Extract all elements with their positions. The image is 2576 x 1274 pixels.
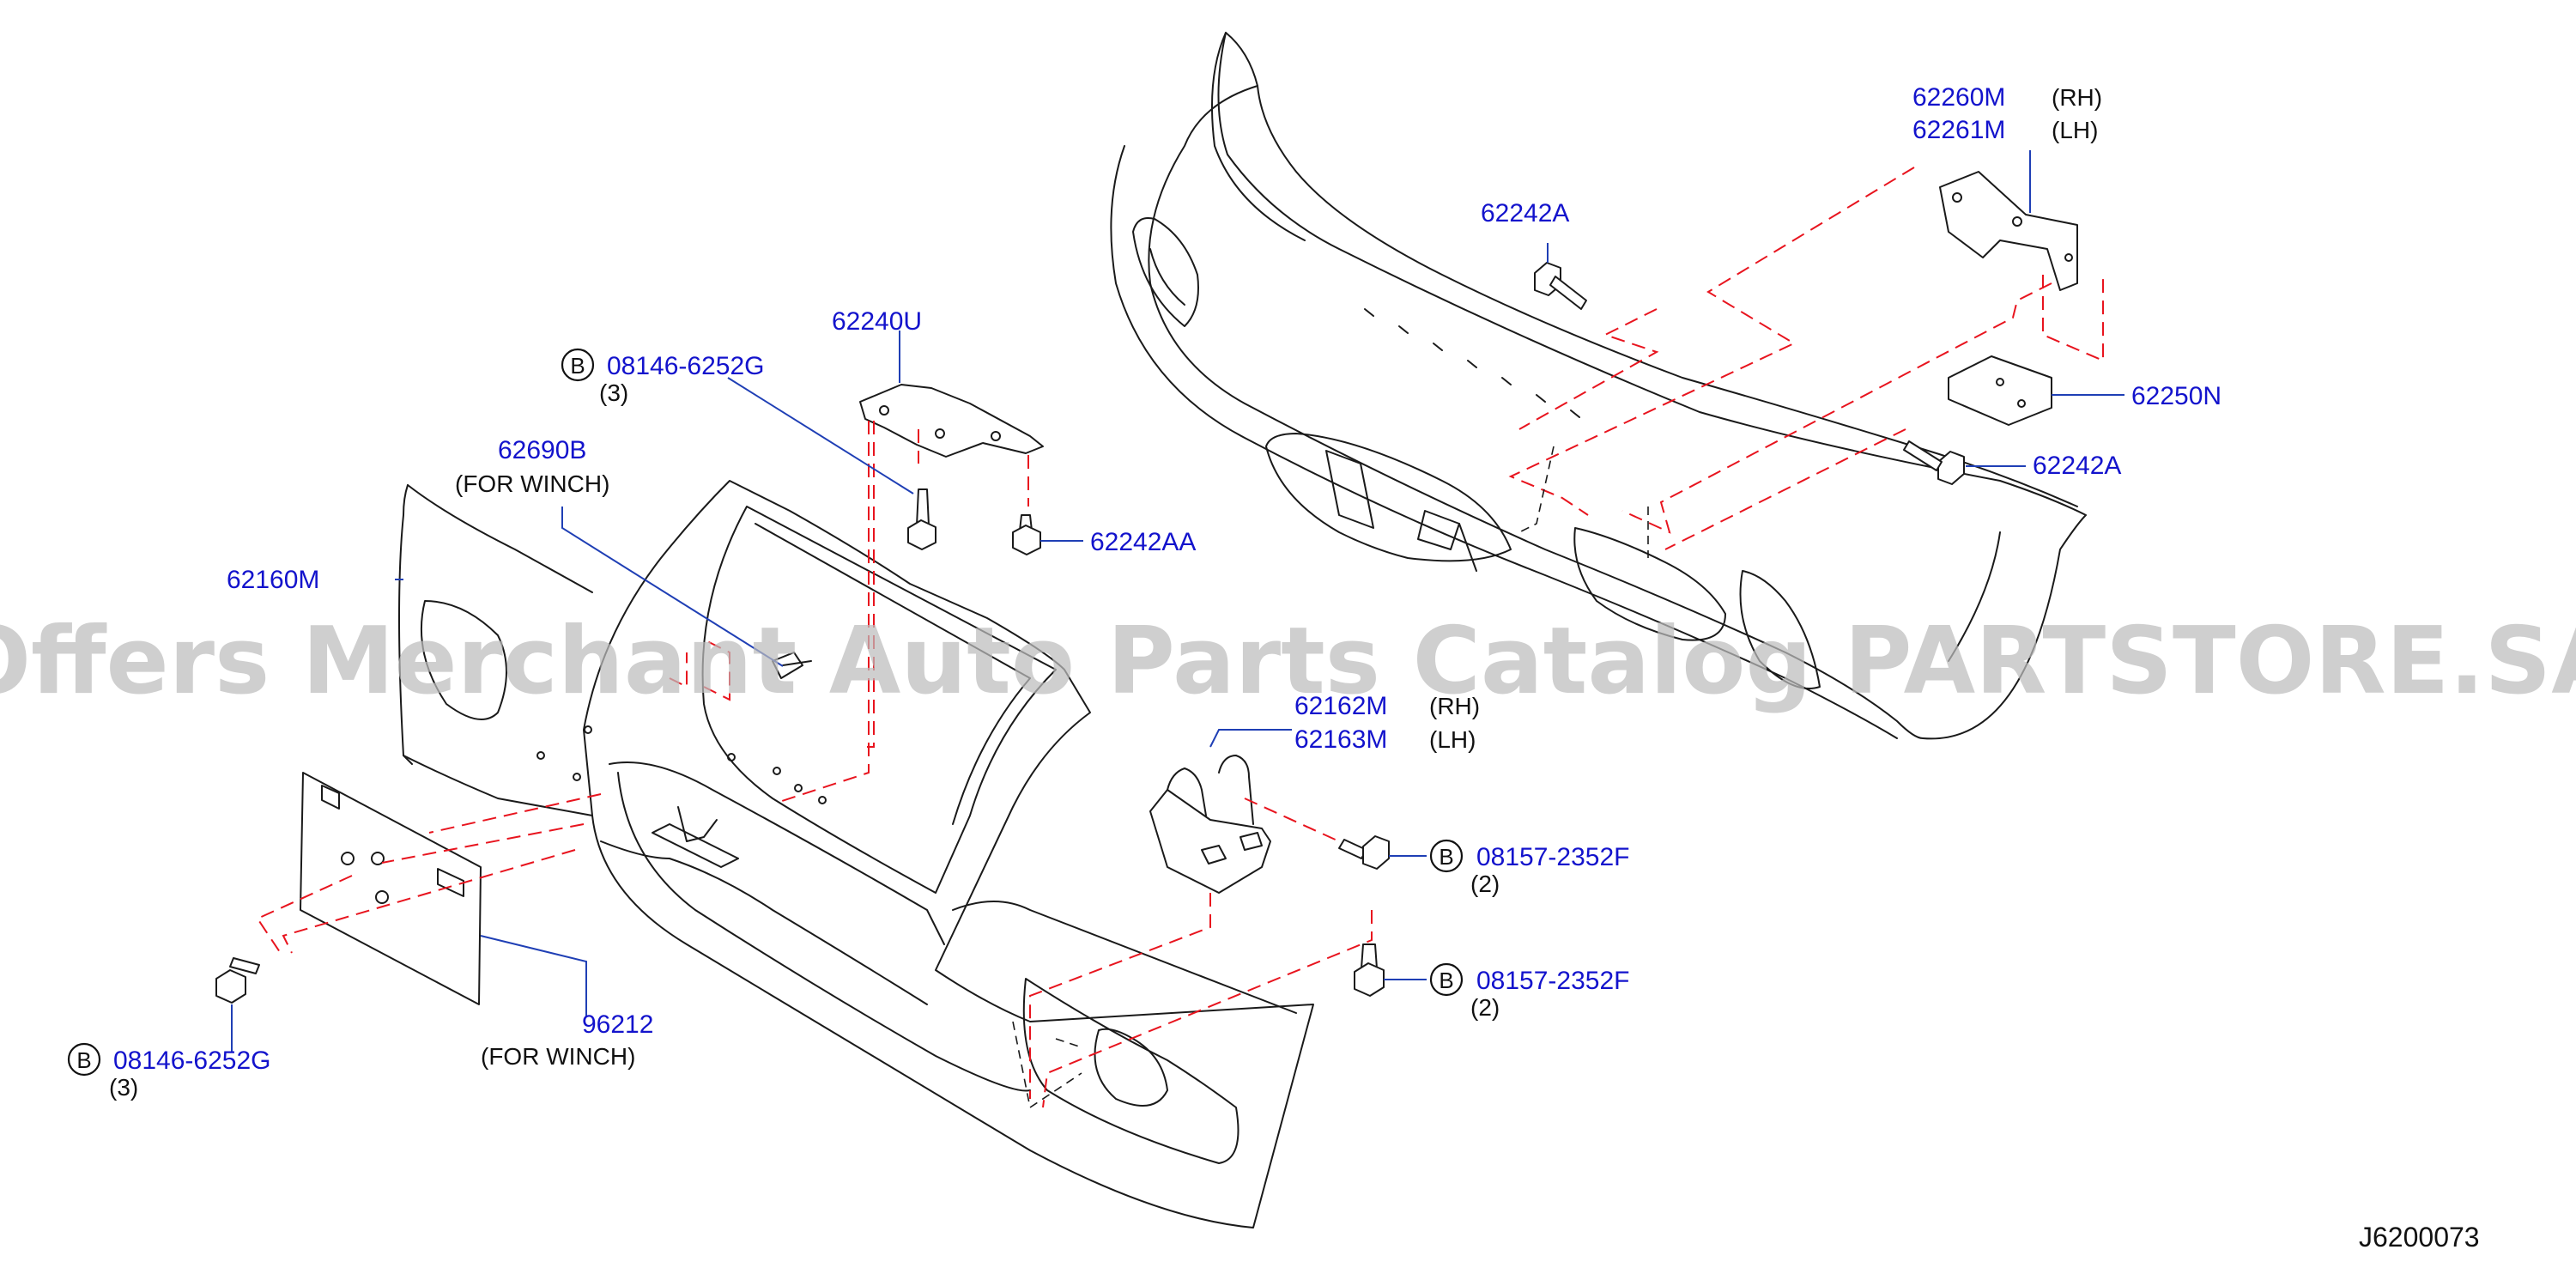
license-plate-bracket-96212 (300, 772, 482, 1005)
bolt-b-mark (67, 1042, 101, 1077)
part-number-08146-bottom[interactable]: 08146-6252G (113, 1046, 271, 1075)
bolt-b-mark (1429, 839, 1464, 873)
part-number-62160M[interactable]: 62160M (227, 566, 319, 594)
part-number-62162M[interactable]: 62162M (1294, 692, 1387, 720)
bolt-08146-bottom (215, 957, 260, 1004)
callout-08157-b[interactable]: B 08157-2352F (2) (1429, 962, 1629, 1021)
part-number-62242A-top[interactable]: 62242A (1481, 199, 1569, 228)
bolt-08157-a (1338, 835, 1390, 870)
callout-08157-a[interactable]: B 08157-2352F (2) (1429, 839, 1629, 897)
bolt-b-mark-text: B (1439, 844, 1453, 870)
hidden-line-details (1012, 446, 1649, 1109)
side-note-rh-62162M: (RH) (1429, 693, 1480, 719)
part-number-08146-top[interactable]: 08146-6252G (607, 352, 765, 380)
part-number-62261M[interactable]: 62261M (1912, 116, 2005, 144)
qty-08157-b: (2) (1470, 994, 1500, 1021)
part-number-08157-b[interactable]: 08157-2352F (1476, 967, 1629, 995)
bracket-62250N (1948, 355, 2052, 426)
bolt-b-mark (561, 348, 595, 382)
bolt-b-mark-text: B (570, 353, 585, 379)
part-number-62690B[interactable]: 62690B (498, 436, 586, 464)
front-grille-panel-62160M (398, 484, 593, 816)
qty-08146-top: (3) (599, 379, 628, 406)
bolt-b-mark-text: B (1439, 968, 1453, 993)
qty-08157-a: (2) (1470, 871, 1500, 897)
bolt-b-mark (1429, 962, 1464, 997)
callout-62260M[interactable]: 62260M (RH) (1912, 83, 2102, 112)
bolt-62242A-mid (1903, 440, 1965, 485)
callout-08146-top[interactable]: B 08146-6252G (3) (561, 348, 765, 406)
bolt-08146-top (907, 488, 936, 550)
watermark: Offers Merchant Auto Parts Catalog PARTS… (0, 608, 2576, 715)
part-number-62250N[interactable]: 62250N (2131, 382, 2221, 410)
callout-08146-bottom[interactable]: B 08146-6252G (3) (67, 1042, 271, 1101)
callout-62690B[interactable]: 62690B (FOR WINCH) (455, 436, 609, 497)
winch-bracket-62690B (772, 652, 812, 679)
part-number-62240U[interactable]: 62240U (832, 307, 922, 336)
rear-bumper-fascia (1110, 32, 2087, 740)
callout-leaders (231, 150, 2124, 1052)
diagram-code: J6200073 (2359, 1222, 2480, 1253)
mounting-bracket-62240U (859, 384, 1044, 458)
note-96212: (FOR WINCH) (481, 1043, 635, 1070)
callout-62261M[interactable]: 62261M (LH) (1912, 116, 2098, 144)
side-note-rh: (RH) (2052, 84, 2102, 111)
assembly-guide-lines (256, 167, 2104, 1108)
part-number-96212[interactable]: 96212 (582, 1010, 653, 1039)
callout-62163M[interactable]: 62163M (LH) (1294, 725, 1476, 754)
bolt-08157-b (1354, 943, 1385, 997)
part-number-62242A-mid[interactable]: 62242A (2033, 452, 2121, 480)
bolt-b-mark-text: B (76, 1047, 91, 1073)
qty-08146-bottom: (3) (109, 1074, 138, 1101)
part-number-62242AA[interactable]: 62242AA (1090, 528, 1196, 556)
bolt-62242AA (1012, 514, 1041, 555)
part-number-62260M[interactable]: 62260M (1912, 83, 2005, 112)
part-number-62163M[interactable]: 62163M (1294, 725, 1387, 754)
side-note-lh: (LH) (2052, 117, 2098, 143)
note-62690B: (FOR WINCH) (455, 470, 609, 497)
callout-62162M[interactable]: 62162M (RH) (1294, 692, 1480, 720)
bumper-side-bracket-62260M (1939, 171, 2078, 291)
callout-96212[interactable]: 96212 (FOR WINCH) (481, 1010, 653, 1070)
side-note-lh-62163M: (LH) (1429, 726, 1476, 753)
part-number-08157-a[interactable]: 08157-2352F (1476, 843, 1629, 871)
bracket-62162M (1149, 755, 1271, 894)
front-bumper-fascia (583, 480, 1314, 1228)
bolt-62242A-top (1534, 262, 1587, 310)
